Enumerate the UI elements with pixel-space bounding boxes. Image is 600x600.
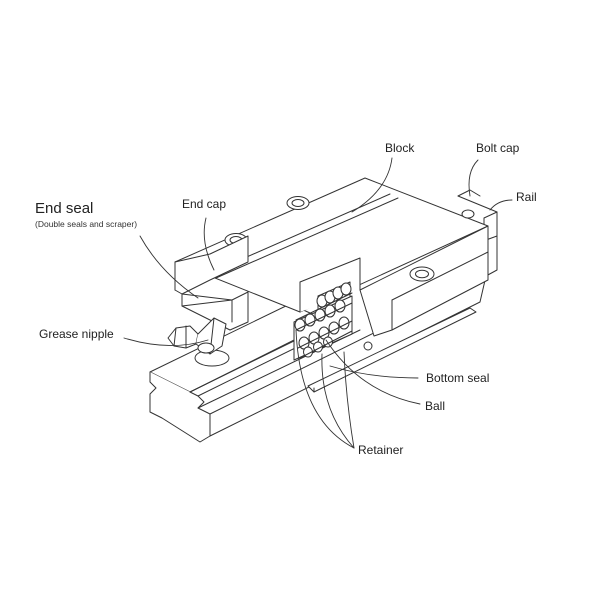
- ball-row-upper: [316, 282, 352, 308]
- leader-bottom-seal: [329, 365, 419, 379]
- label-ball: Ball: [425, 399, 446, 413]
- label-end-seal: End seal: [35, 200, 94, 217]
- bolt-cap: [457, 189, 481, 219]
- leader-bolt-cap: [468, 159, 479, 197]
- leader-retainer-2: [321, 353, 355, 449]
- leader-ball: [325, 339, 421, 405]
- leader-lines: [123, 157, 513, 449]
- leader-grease-nipple: [123, 337, 209, 346]
- label-block: Block: [385, 141, 415, 155]
- label-bolt-cap: Bolt cap: [476, 141, 520, 155]
- leader-retainer-3: [343, 351, 355, 449]
- end-seal: [181, 291, 249, 331]
- leader-retainer-1: [295, 329, 355, 449]
- label-grease-nipple: Grease nipple: [39, 327, 114, 341]
- label-bottom-seal: Bottom seal: [426, 371, 490, 385]
- block: [174, 177, 489, 351]
- label-end-seal-note: (Double seals and scraper): [35, 219, 138, 229]
- label-rail: Rail: [516, 190, 537, 204]
- ball-rows: [293, 281, 353, 361]
- grease-nipple: [167, 317, 227, 355]
- leader-block: [351, 157, 393, 213]
- leader-rail: [489, 199, 513, 211]
- leader-end-seal: [139, 235, 199, 299]
- leader-end-cap: [203, 217, 215, 271]
- ball-row-middle: [294, 299, 346, 332]
- label-end-cap: End cap: [182, 197, 227, 211]
- label-retainer: Retainer: [358, 443, 404, 457]
